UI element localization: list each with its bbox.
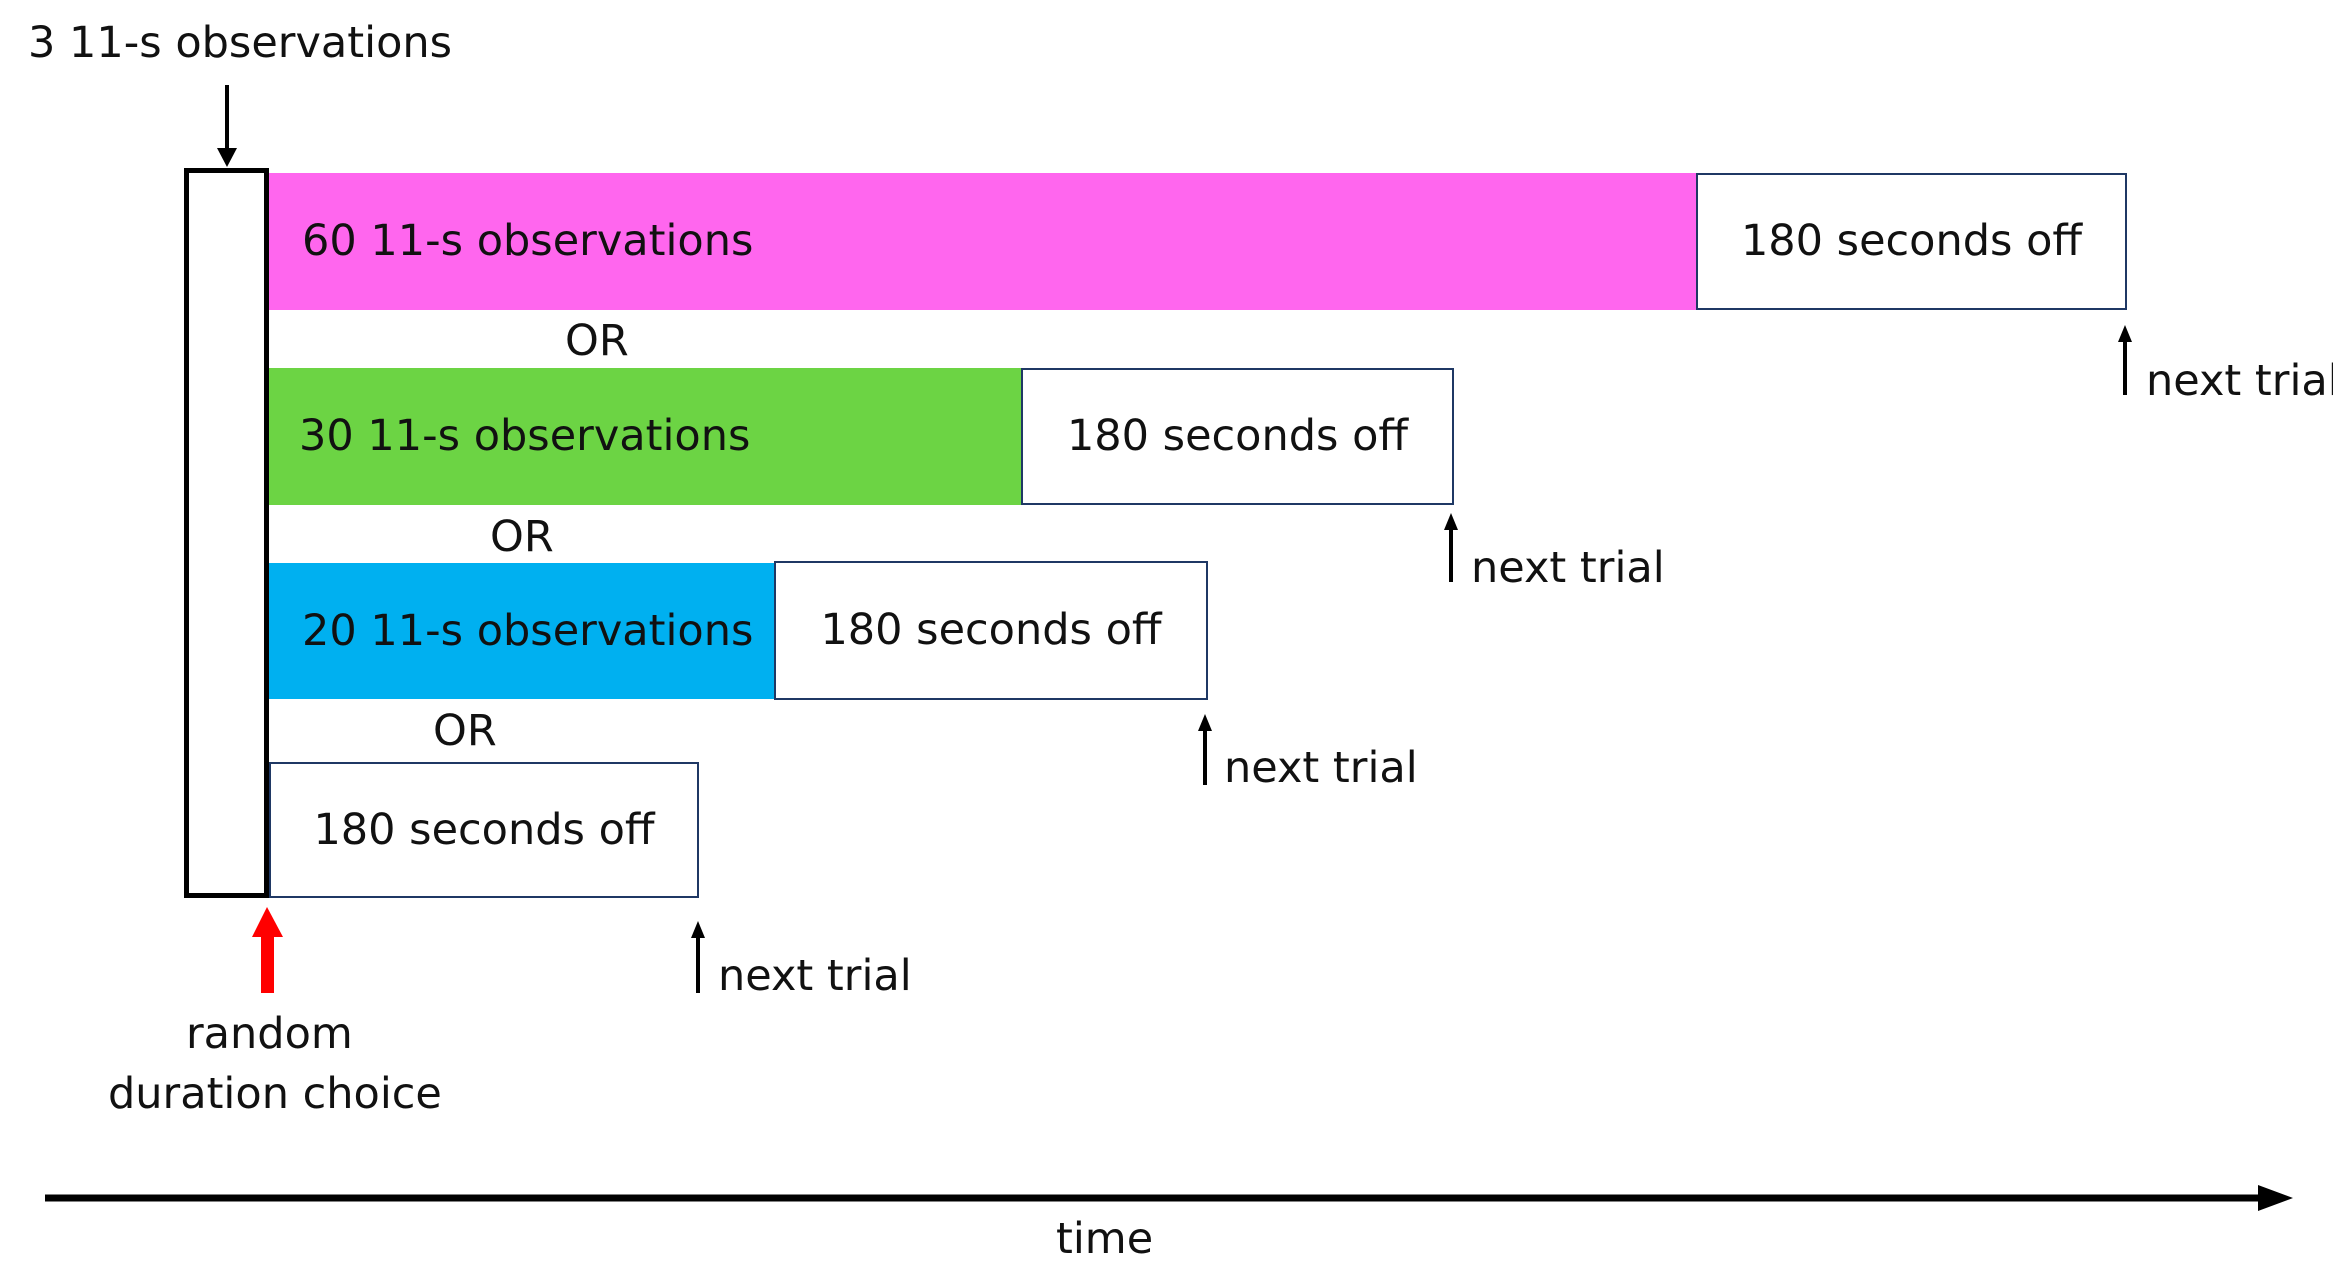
off-box-row-2-label: 180 seconds off [1066,411,1409,461]
observation-bar-60-label: 60 11-s observations [302,216,754,266]
or-label-1: OR [565,316,629,366]
observation-bar-20-label: 20 11-s observations [302,605,754,656]
next-trial-label-row-4: next trial [718,951,912,1001]
off-box-row-4: 180 seconds off [269,762,699,898]
observation-bar-30: 30 11-s observations [269,368,1023,505]
off-box-row-3: 180 seconds off [774,561,1208,700]
off-box-row-4-label: 180 seconds off [313,804,655,855]
down-arrow-icon [217,85,237,167]
initial-observation-box [184,168,269,898]
or-label-3: OR [433,706,497,756]
red-up-arrow-icon [252,907,283,993]
up-arrow-icon-row-3 [1198,714,1212,785]
up-arrow-icon-row-2 [1444,513,1458,582]
random-choice-label-line-2: duration choice [108,1069,442,1119]
observation-bar-30-label: 30 11-s observations [299,411,751,461]
observation-bar-20: 20 11-s observations [269,563,775,699]
off-box-row-1: 180 seconds off [1696,173,2127,310]
time-axis-arrow [45,1185,2293,1211]
off-box-row-2: 180 seconds off [1021,368,1454,505]
next-trial-label-row-3: next trial [1224,743,1418,793]
observation-bar-60: 60 11-s observations [269,173,1698,310]
next-trial-label-row-1: next trial [2146,356,2333,406]
off-box-row-3-label: 180 seconds off [820,605,1162,655]
random-choice-label-line-1: random [186,1009,353,1059]
time-axis-label: time [1056,1214,1154,1264]
initial-observations-label: 3 11-s observations [28,18,453,68]
up-arrow-icon-row-4 [691,921,705,993]
next-trial-label-row-2: next trial [1471,543,1665,593]
off-box-row-1-label: 180 seconds off [1740,216,2083,266]
or-label-2: OR [490,512,554,562]
up-arrow-icon-row-1 [2118,325,2132,395]
